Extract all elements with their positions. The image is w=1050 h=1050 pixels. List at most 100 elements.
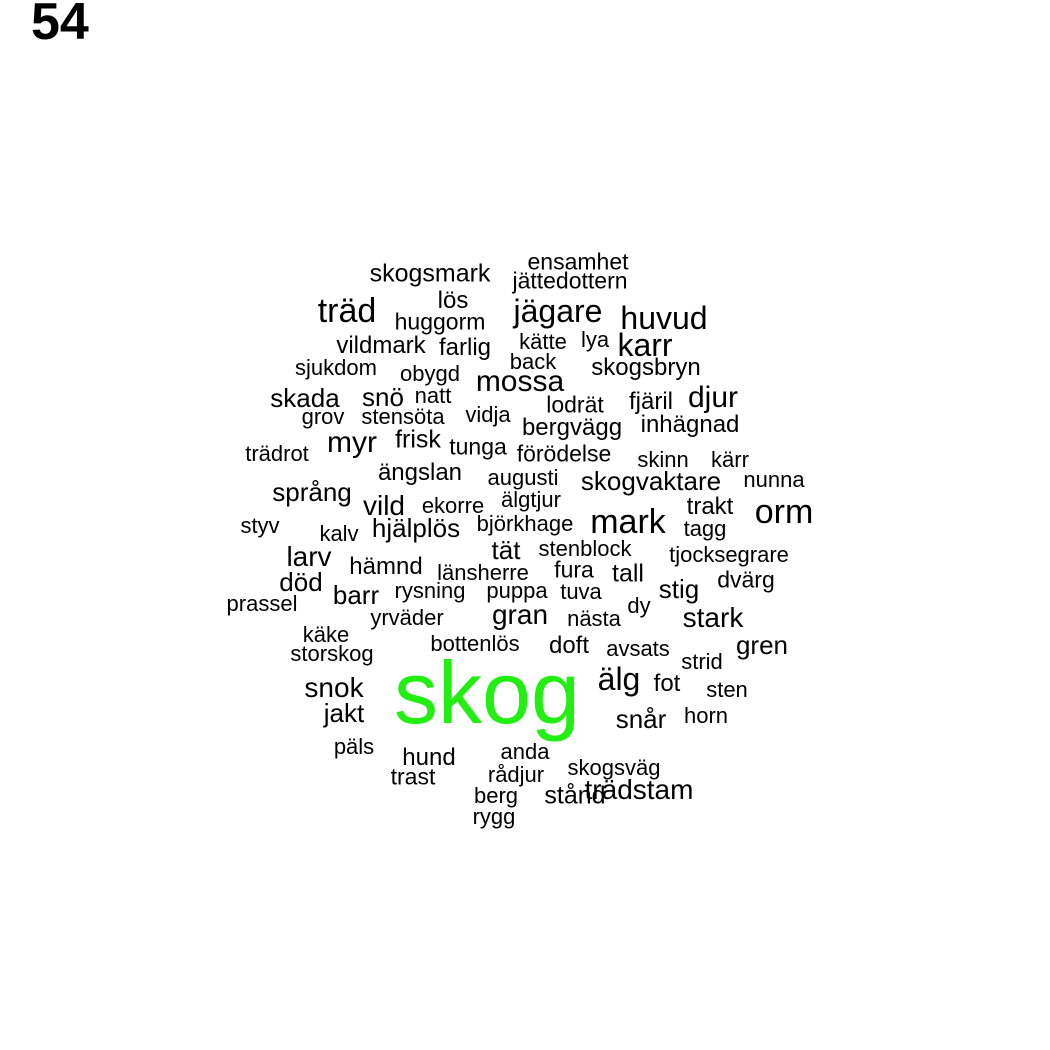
word: älgtjur: [501, 487, 561, 512]
word: stånd: [544, 781, 606, 810]
word: fura: [554, 556, 594, 583]
word: kätte: [519, 329, 567, 354]
word: hämnd: [349, 553, 423, 580]
word: natt: [414, 383, 452, 408]
word: älg: [597, 661, 641, 697]
word: bottenlös: [430, 631, 520, 656]
word: sjukdom: [295, 355, 377, 380]
word: ekorre: [421, 493, 485, 518]
word: huggorm: [394, 308, 486, 335]
word: mark: [590, 503, 666, 541]
word: tall: [612, 559, 644, 588]
word: nästa: [567, 606, 621, 631]
word: anda: [500, 739, 550, 764]
word: myr: [327, 426, 377, 459]
word: skogsväg: [567, 755, 661, 780]
word: snår: [615, 704, 667, 734]
word: rygg: [472, 804, 516, 829]
word: strid: [681, 649, 723, 674]
word: gren: [735, 630, 789, 660]
word: stark: [682, 602, 744, 633]
word: dy: [627, 593, 651, 618]
word: jakt: [323, 698, 365, 728]
word: stensöta: [361, 404, 445, 429]
word: lodrät: [546, 391, 604, 418]
word: orm: [754, 493, 814, 531]
word: död: [279, 567, 323, 597]
word: bergvägg: [521, 414, 623, 441]
word: vild: [362, 490, 406, 521]
word: björkhage: [476, 511, 574, 536]
word: trädstam: [584, 774, 694, 805]
word: stenblock: [538, 536, 632, 561]
word: rysning: [394, 578, 466, 603]
word: karr: [617, 327, 673, 363]
word: farlig: [438, 334, 492, 361]
word: trädrot: [245, 441, 309, 466]
word: augusti: [487, 465, 559, 490]
word: grov: [301, 404, 345, 429]
word: tjocksegrare: [669, 542, 789, 567]
word-highlight: skog: [394, 643, 580, 742]
word: mossa: [475, 365, 565, 398]
word: dvärg: [717, 566, 775, 593]
word: huvud: [620, 300, 708, 336]
word: gran: [491, 599, 549, 630]
word: vildmark: [336, 332, 426, 359]
word: skogsmark: [369, 259, 491, 288]
word: lös: [437, 287, 469, 314]
word: språng: [272, 477, 352, 507]
word: kalv: [319, 521, 359, 546]
word: fjäril: [628, 388, 674, 415]
word: ängslan: [377, 459, 463, 486]
word: hjälplös: [371, 513, 461, 543]
word: tagg: [683, 516, 727, 541]
word: hund: [402, 744, 456, 771]
word: puppa: [486, 578, 548, 603]
word: skogsbryn: [591, 354, 701, 381]
page-number: 54: [31, 0, 89, 51]
word: jättedottern: [512, 267, 628, 294]
word: yrväder: [370, 605, 444, 630]
word: tunga: [449, 433, 507, 460]
word: nunna: [743, 467, 805, 492]
word: inhägnad: [640, 411, 740, 438]
word: ensamhet: [527, 248, 629, 275]
word: styv: [240, 513, 280, 538]
word: sten: [706, 677, 748, 702]
word: doft: [548, 632, 590, 659]
word: skogvaktare: [580, 466, 722, 496]
word: horn: [683, 703, 729, 728]
word: vidja: [465, 402, 511, 427]
word: obygd: [400, 361, 460, 386]
word: länsherre: [437, 560, 529, 585]
word: snok: [304, 672, 364, 703]
word: snö: [362, 382, 404, 412]
word: back: [509, 349, 557, 374]
word: frisk: [395, 425, 441, 454]
word: berg: [473, 783, 519, 808]
word: skada: [270, 383, 340, 413]
word: träd: [317, 292, 377, 330]
word: rådjur: [487, 762, 545, 787]
word: stig: [658, 574, 700, 604]
word: jägare: [513, 293, 603, 329]
word: storskog: [290, 641, 374, 666]
word: fot: [653, 670, 681, 697]
word: förödelse: [516, 440, 612, 467]
word: päls: [333, 734, 375, 759]
word: avsats: [606, 636, 670, 661]
word: käke: [302, 622, 350, 647]
word: lya: [580, 327, 610, 352]
word: skinn: [637, 447, 689, 472]
word: larv: [286, 541, 332, 572]
word: barr: [332, 580, 380, 610]
word: trast: [390, 763, 436, 790]
word: prassel: [226, 591, 298, 616]
word: tät: [491, 535, 521, 565]
word: tuva: [560, 579, 602, 604]
word: kärr: [711, 447, 749, 472]
word: trakt: [686, 493, 734, 520]
word: djur: [687, 381, 739, 414]
